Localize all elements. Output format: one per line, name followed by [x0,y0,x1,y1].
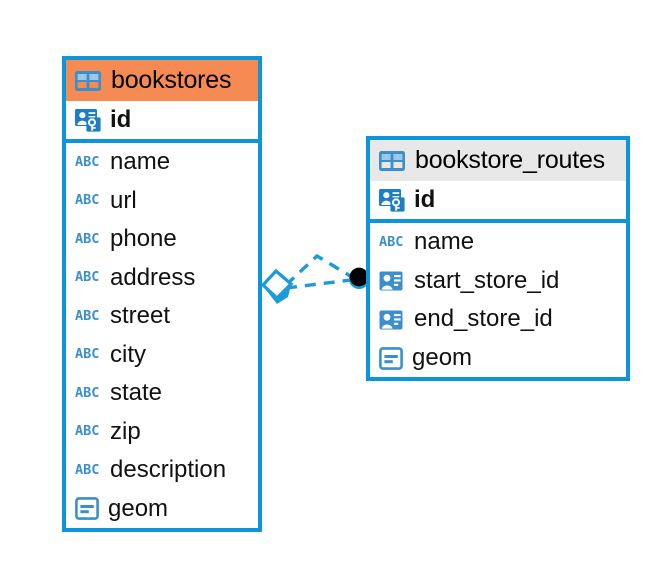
geometry-icon [379,346,403,370]
abc-text-icon: ABC [75,230,100,247]
relation-line-lower [285,278,352,290]
field-row-end-store-id[interactable]: end_store_id [370,300,626,338]
entity-title: bookstores [111,66,232,94]
relation-line-upper [284,253,353,287]
abc-text-icon: ABC [75,461,100,478]
field-row-name[interactable]: ABC name [370,223,626,261]
foreign-key-icon [379,271,403,291]
field-label: description [110,456,227,484]
field-row-name[interactable]: ABC name [66,143,258,181]
field-label: phone [110,225,177,253]
field-row-zip[interactable]: ABC zip [66,413,258,451]
abc-text-icon: ABC [75,346,100,363]
foreign-key-icon [379,310,403,330]
entity-table-bookstores[interactable]: bookstores id ABC name ABC [62,56,262,533]
field-row-id[interactable]: id [66,101,258,139]
field-label: name [110,148,171,176]
field-label: start_store_id [414,266,560,294]
field-row-url[interactable]: ABC url [66,182,258,220]
primary-key-icon [75,109,101,132]
abc-text-icon: ABC [75,269,100,286]
abc-text-icon: ABC [75,423,100,440]
entity-header-bookstores[interactable]: bookstores [66,60,258,101]
entity-title: bookstore_routes [415,146,605,174]
field-label: zip [110,417,141,445]
abc-text-icon: ABC [75,384,100,401]
primary-key-divider [66,139,258,144]
field-row-id[interactable]: id [370,181,626,219]
field-label: end_store_id [414,305,553,333]
abc-text-icon: ABC [75,153,100,170]
geometry-icon [75,497,99,521]
field-row-geom[interactable]: geom [370,339,626,377]
abc-text-icon: ABC [379,233,404,250]
field-label: name [414,228,475,256]
field-label: address [110,263,196,291]
field-row-city[interactable]: ABC city [66,336,258,374]
entity-table-bookstore-routes[interactable]: bookstore_routes id ABC name [366,136,630,382]
field-label: id [414,186,436,213]
field-label: state [110,379,163,407]
field-row-geom[interactable]: geom [66,490,258,528]
field-label: url [110,186,137,214]
field-label: geom [108,494,169,522]
field-row-phone[interactable]: ABC phone [66,220,258,258]
field-label: id [110,106,132,133]
field-row-street[interactable]: ABC street [66,297,258,335]
table-icon [75,70,101,91]
primary-key-icon [379,189,405,212]
abc-text-icon: ABC [75,307,100,324]
entity-header-bookstore-routes[interactable]: bookstore_routes [370,140,626,181]
field-row-address[interactable]: ABC address [66,259,258,297]
field-row-description[interactable]: ABC description [66,451,258,489]
field-label: city [110,340,146,368]
field-label: street [110,302,171,330]
diamond-marker [260,268,294,304]
field-label: geom [412,343,473,371]
field-row-start-store-id[interactable]: start_store_id [370,262,626,300]
field-row-state[interactable]: ABC state [66,374,258,412]
table-icon [379,150,405,171]
primary-key-divider [370,219,626,224]
abc-text-icon: ABC [75,192,100,209]
